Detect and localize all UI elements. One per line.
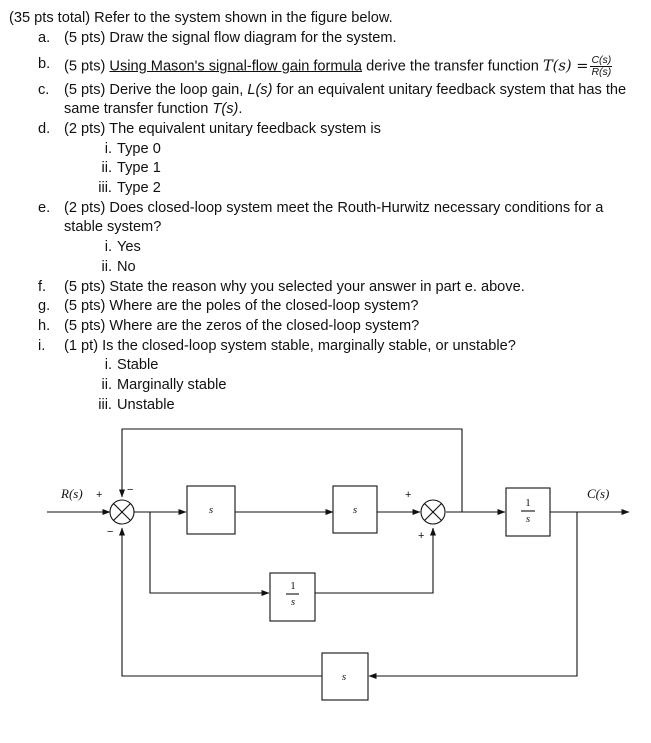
- feedforward-path-in: [149, 512, 270, 596]
- output-label: C(s): [587, 486, 609, 501]
- part-d-option: Type 2: [117, 180, 161, 196]
- block-3-denominator: s: [291, 596, 295, 608]
- part-e-option-label: ii.: [101, 259, 112, 275]
- part-f-label: f.: [38, 279, 47, 295]
- top-feedback-path: [119, 428, 463, 512]
- problem-header: (35 pts total) Refer to the system shown…: [9, 10, 393, 26]
- part-f-text: (5 pts) State the reason why you selecte…: [64, 279, 525, 295]
- summing-junction-2: [420, 499, 446, 525]
- bottom-feedback-path-out: [119, 527, 322, 677]
- part-e-line1: (2 pts) Does closed-loop system meet the…: [64, 200, 604, 216]
- transfer-function-fraction: C(s)R(s): [590, 54, 613, 78]
- feedforward-path-out: [315, 527, 436, 594]
- part-h-label: h.: [38, 318, 51, 334]
- part-c-line1: (5 pts) Derive the loop gain, L(s) for a…: [64, 82, 627, 98]
- part-c-line2: same transfer function T(s).: [64, 101, 243, 117]
- sum1-left-sign: +: [96, 489, 102, 501]
- part-i-label: i.: [38, 338, 46, 354]
- part-a-text: (5 pts) Draw the signal flow diagram for…: [64, 30, 397, 46]
- block-4-denominator: s: [526, 513, 530, 525]
- part-g-text: (5 pts) Where are the poles of the close…: [64, 298, 419, 314]
- block-4-numerator: 1: [525, 497, 531, 509]
- masons-formula-underlined: Using Mason's signal-flow gain formula: [109, 58, 363, 75]
- part-i-option-label: i.: [104, 357, 112, 373]
- sum1-bottom-sign: −: [107, 526, 113, 538]
- bottom-feedback-path-in: [368, 512, 578, 679]
- part-d-option: Type 1: [117, 160, 161, 176]
- part-a-label: a.: [38, 30, 51, 46]
- part-e-option-label: i.: [104, 239, 112, 255]
- part-e-option: Yes: [117, 239, 141, 255]
- part-g-label: g.: [38, 298, 51, 314]
- part-b-label: b.: [38, 56, 51, 72]
- part-d-option-label: iii.: [98, 180, 112, 196]
- summing-junction-1: [109, 499, 135, 525]
- sum2-left-sign: +: [405, 489, 411, 501]
- block-s-2: [332, 485, 378, 534]
- part-e-option: No: [117, 259, 136, 275]
- block-1-label: s: [209, 504, 213, 516]
- part-d-option: Type 0: [117, 141, 161, 157]
- transfer-function-symbol: T(s) =: [542, 57, 589, 75]
- block-5-label: s: [342, 671, 346, 683]
- part-e-label: e.: [38, 200, 51, 216]
- part-i-option: Marginally stable: [117, 377, 227, 393]
- block-s-1: [186, 485, 236, 535]
- block-one-over-s-forward: [505, 487, 551, 537]
- part-d-text: (2 pts) The equivalent unitary feedback …: [64, 121, 381, 137]
- part-i-option-label: iii.: [98, 397, 112, 413]
- part-e-line2: stable system?: [64, 219, 162, 235]
- input-label: R(s): [60, 486, 83, 501]
- part-b-text: (5 pts) Using Mason's signal-flow gain f…: [64, 54, 613, 78]
- part-i-option-label: ii.: [101, 377, 112, 393]
- part-i-option: Stable: [117, 357, 159, 373]
- part-d-option-label: i.: [104, 141, 112, 157]
- block-2-label: s: [353, 504, 357, 516]
- sum2-bottom-sign: +: [418, 530, 424, 542]
- block-3-numerator: 1: [290, 580, 296, 592]
- part-i-text: (1 pt) Is the closed-loop system stable,…: [64, 338, 516, 354]
- part-d-option-label: ii.: [101, 160, 112, 176]
- sum1-top-sign: −: [127, 484, 133, 496]
- part-h-text: (5 pts) Where are the zeros of the close…: [64, 318, 420, 334]
- block-s-feedback: [321, 652, 369, 701]
- part-i-option: Unstable: [117, 397, 175, 413]
- block-one-over-s-middle: [269, 572, 316, 622]
- part-d-label: d.: [38, 121, 51, 137]
- part-c-label: c.: [38, 82, 50, 98]
